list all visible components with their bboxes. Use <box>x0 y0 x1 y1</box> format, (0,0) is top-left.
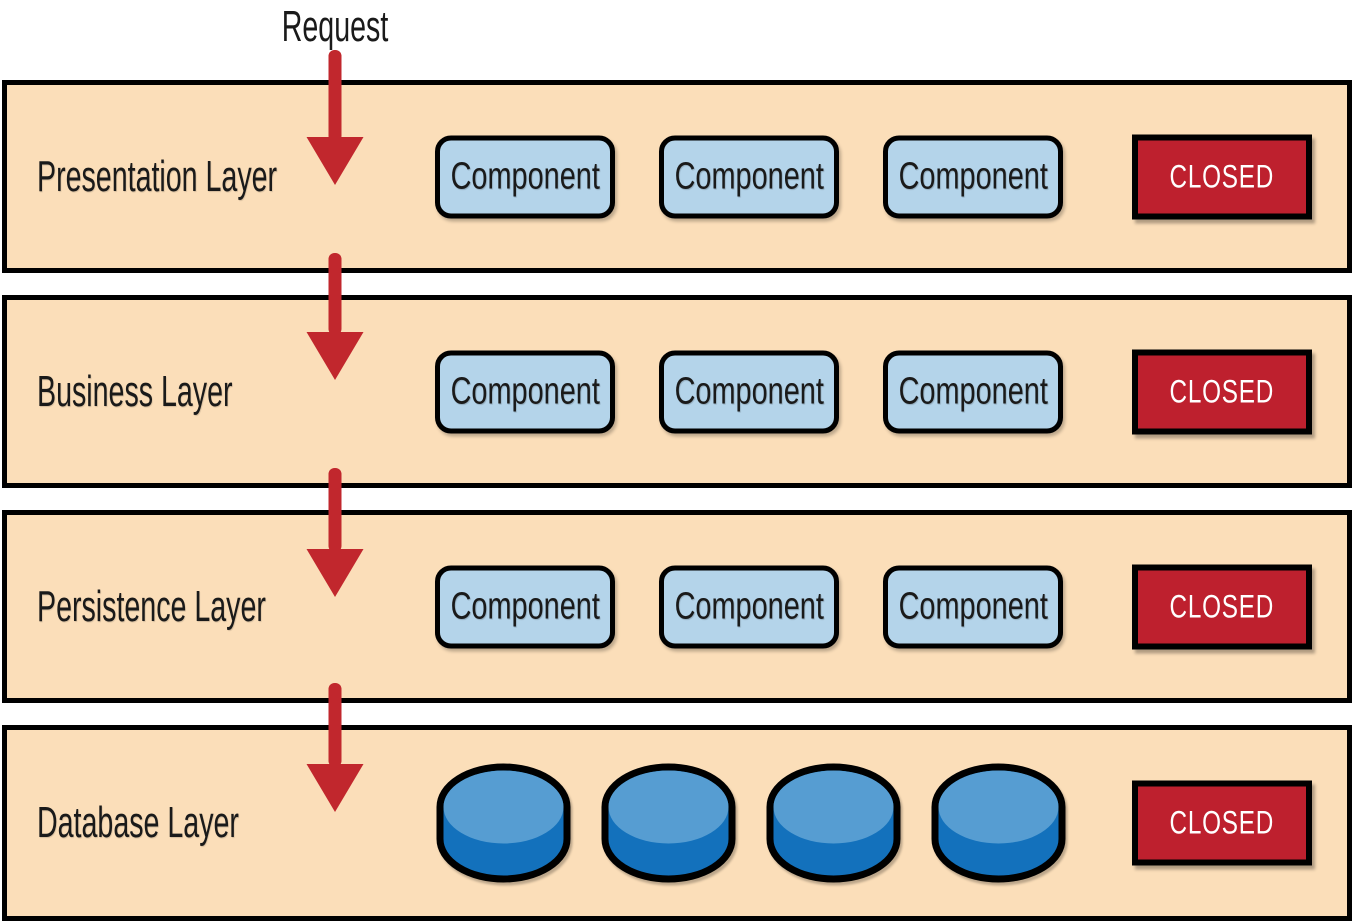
database-icon <box>601 763 736 883</box>
closed-label: CLOSED <box>1169 804 1275 841</box>
components-row: Component Component Component <box>435 565 1063 648</box>
component-box: Component <box>659 565 839 648</box>
layer-presentation: Presentation Layer Component Component C… <box>2 80 1352 273</box>
component-label: Component <box>898 155 1048 197</box>
component-box: Component <box>883 135 1063 218</box>
closed-badge: CLOSED <box>1132 134 1312 219</box>
component-box: Component <box>883 350 1063 433</box>
component-box: Component <box>659 350 839 433</box>
closed-badge: CLOSED <box>1132 349 1312 434</box>
layer-label: Presentation Layer <box>37 151 278 201</box>
layer-persistence: Persistence Layer Component Component Co… <box>2 510 1352 703</box>
component-label: Component <box>450 370 600 412</box>
components-row: Component Component Component <box>435 135 1063 218</box>
component-label: Component <box>898 370 1048 412</box>
layer-label: Business Layer <box>37 366 233 416</box>
component-box: Component <box>435 135 615 218</box>
closed-label: CLOSED <box>1169 158 1275 194</box>
component-box: Component <box>883 565 1063 648</box>
component-label: Component <box>674 155 824 197</box>
database-icon <box>436 763 571 883</box>
layer-database: Database Layer CLOSED <box>2 725 1352 921</box>
component-box: Component <box>435 565 615 648</box>
component-label: Component <box>898 585 1048 627</box>
closed-label: CLOSED <box>1169 588 1275 624</box>
component-box: Component <box>659 135 839 218</box>
components-row: Component Component Component <box>435 350 1063 433</box>
closed-badge: CLOSED <box>1132 564 1312 649</box>
layer-label: Database Layer <box>37 798 239 847</box>
component-label: Component <box>674 370 824 412</box>
component-label: Component <box>450 155 600 197</box>
closed-badge: CLOSED <box>1132 780 1312 866</box>
layer-business: Business Layer Component Component Compo… <box>2 295 1352 488</box>
databases-row <box>436 763 1066 883</box>
database-icon <box>766 763 901 883</box>
request-label: Request <box>281 2 389 51</box>
layer-label: Persistence Layer <box>37 581 266 631</box>
component-label: Component <box>450 585 600 627</box>
component-label: Component <box>674 585 824 627</box>
closed-label: CLOSED <box>1169 373 1275 409</box>
database-icon <box>931 763 1066 883</box>
component-box: Component <box>435 350 615 433</box>
